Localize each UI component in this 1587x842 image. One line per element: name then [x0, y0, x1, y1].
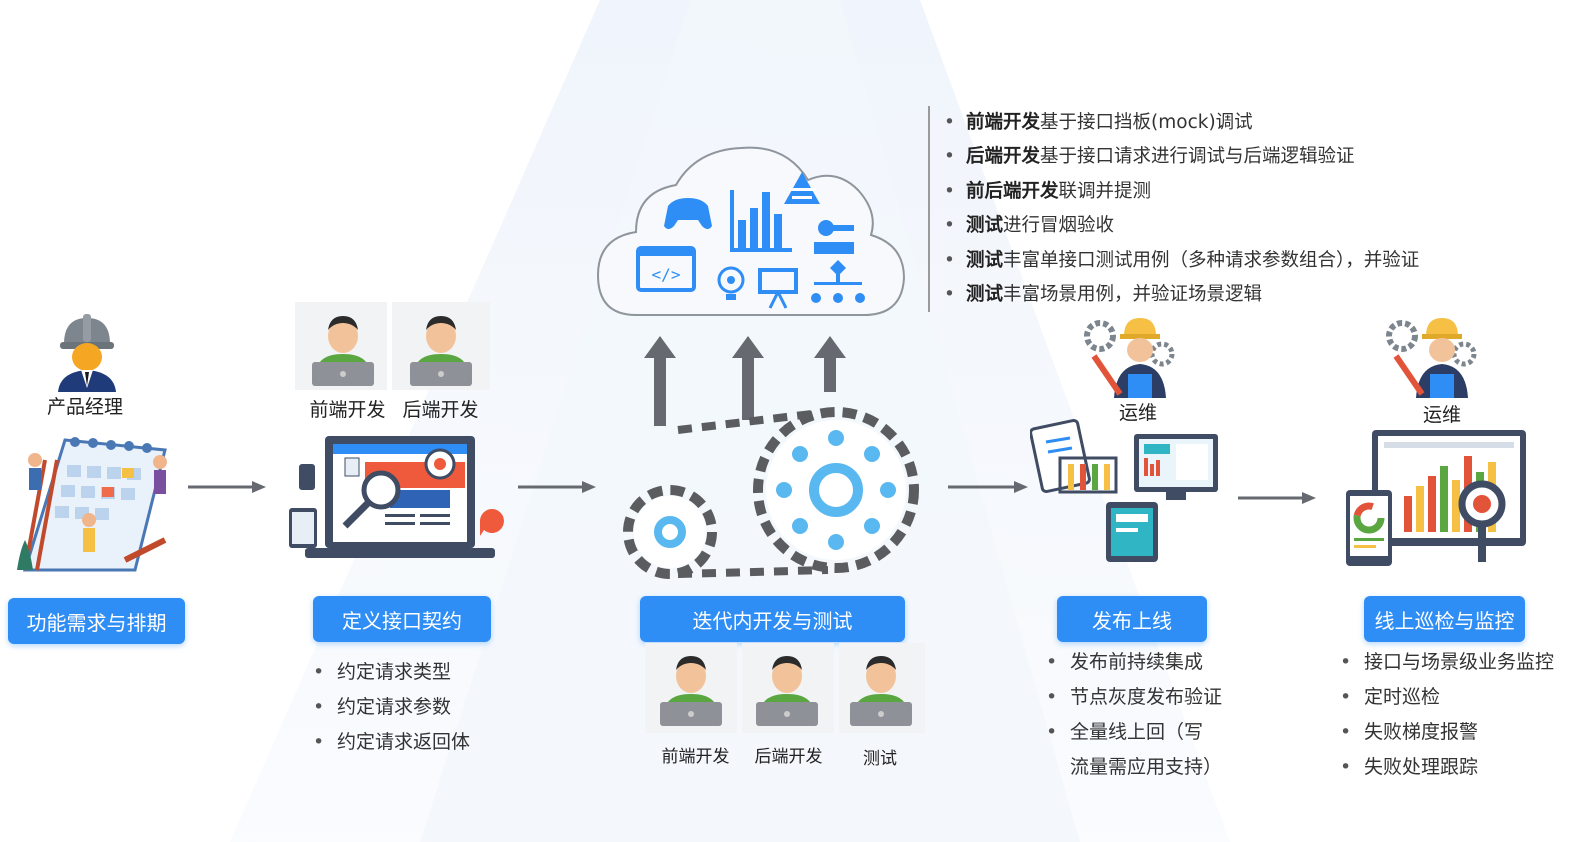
iteration-notes: 前端开发基于接口挡板(mock)调试 后端开发基于接口请求进行调试与后端逻辑验证…: [928, 106, 1419, 313]
ops-engineer-icon: [1084, 318, 1175, 398]
api-contract-list: 约定请求类型 约定请求参数 约定请求返回体: [311, 655, 470, 760]
monitoring-list: 接口与场景级业务监控 定时巡检 失败梯度报警 失败处理跟踪: [1338, 645, 1554, 785]
org-chart-icon: [811, 260, 865, 303]
arrow-right-icon: [188, 481, 266, 493]
ops-engineer-icon: [1386, 318, 1477, 398]
gears-icon: [623, 407, 919, 579]
note-item: 前后端开发联调并提测: [938, 175, 1419, 210]
label-bar: [814, 242, 854, 254]
role-backend: 后端开发: [754, 747, 823, 767]
worker-icon: [58, 314, 116, 392]
release-list: 发布前持续集成 节点灰度发布验证 全量线上回（写 流量需应用支持）: [1044, 645, 1222, 785]
developer-icon: [410, 316, 472, 386]
code-window-icon: </>: [636, 246, 696, 292]
developer-icon: [660, 656, 722, 726]
stage-button-api-contract[interactable]: 定义接口契约: [313, 596, 491, 642]
list-item: 流量需应用支持）: [1070, 756, 1223, 778]
arrow-right-icon: [518, 481, 596, 493]
role-frontend: 前端开发: [309, 399, 386, 421]
role-tester: 测试: [863, 749, 897, 769]
lightbulb-icon: [717, 266, 745, 300]
list-item: 约定请求返回体: [311, 725, 470, 760]
role-backend: 后端开发: [402, 399, 479, 421]
note-item: 测试丰富场景用例，并验证场景逻辑: [938, 278, 1419, 313]
role-ops: 运维: [1118, 402, 1157, 424]
tester-icon: [850, 656, 912, 726]
lab-report-illustration: [1030, 418, 1218, 562]
arrow-right-icon: [948, 481, 1028, 493]
list-item: 约定请求参数: [311, 690, 470, 725]
presentation-icon: [758, 268, 798, 309]
note-item: 前端开发基于接口挡板(mock)调试: [938, 106, 1419, 141]
list-item: 接口与场景级业务监控: [1338, 645, 1554, 680]
role-ops: 运维: [1422, 404, 1461, 426]
stage-button-release[interactable]: 发布上线: [1057, 596, 1207, 642]
note-item: 后端开发基于接口请求进行调试与后端逻辑验证: [938, 140, 1419, 175]
list-item: 约定请求类型: [311, 655, 470, 690]
monitor-dashboard-illustration: [1346, 430, 1526, 566]
stage-button-monitoring[interactable]: 线上巡检与监控: [1364, 596, 1525, 642]
list-item: 全量线上回（写: [1044, 715, 1222, 750]
arrow-right-icon: [1238, 492, 1316, 504]
arrow-up-icon: [644, 336, 846, 426]
list-item: 节点灰度发布验证: [1044, 680, 1222, 715]
gamepad-icon: [664, 198, 712, 229]
stage-button-requirements[interactable]: 功能需求与排期: [8, 598, 185, 644]
cloud-icons-group: </>: [636, 172, 865, 309]
key-icon: [818, 220, 854, 236]
bar-chart-icon: [730, 190, 792, 252]
list-item: 定时巡检: [1338, 680, 1554, 715]
role-pm: 产品经理: [46, 396, 123, 418]
note-item: 测试丰富单接口测试用例（多种请求参数组合），并验证: [938, 244, 1419, 279]
developer-icon: [312, 316, 374, 386]
calendar-illustration: [17, 437, 167, 572]
list-item: 失败处理跟踪: [1338, 750, 1554, 785]
role-frontend: 前端开发: [661, 747, 730, 767]
list-item: 发布前持续集成: [1044, 645, 1222, 680]
note-item: 测试进行冒烟验收: [938, 209, 1419, 244]
stage-button-iteration[interactable]: 迭代内开发与测试: [640, 596, 905, 642]
pyramid-icon: [784, 172, 820, 204]
developer-icon: [756, 656, 818, 726]
svg-text:</>: </>: [652, 265, 681, 284]
list-item: 失败梯度报警: [1338, 715, 1554, 750]
laptop-web-illustration: [289, 436, 504, 558]
